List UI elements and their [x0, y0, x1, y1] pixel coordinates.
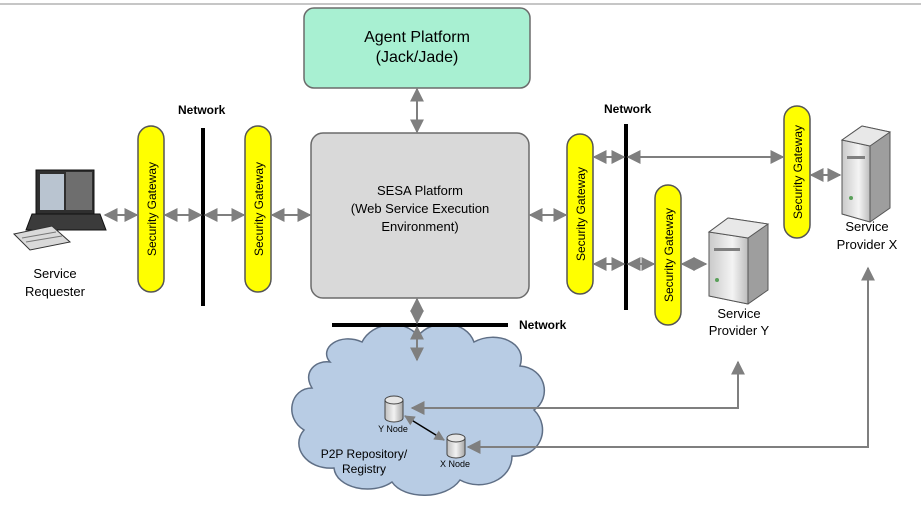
p2p-repository-label: P2P Repository/: [321, 447, 408, 461]
service-provider-y-label-2: Provider Y: [709, 323, 770, 338]
security-gateway-label: Security Gateway: [145, 162, 159, 256]
x-node-database-icon: [446, 433, 466, 459]
p2p-repository-label-2: Registry: [342, 462, 386, 476]
network-label-left: Network: [178, 103, 226, 117]
sesa-platform-subtitle: (Web Service Execution: [351, 201, 490, 216]
security-gateway-label: Security Gateway: [791, 125, 805, 219]
connectors: [103, 87, 875, 454]
security-gateway-4: Security Gateway: [654, 184, 682, 326]
network-label-right: Network: [604, 102, 652, 116]
agent-platform-box: [303, 7, 531, 89]
network-label-bottom: Network: [519, 318, 567, 332]
security-gateway-label: Security Gateway: [574, 167, 588, 261]
security-gateway-label: Security Gateway: [662, 208, 676, 302]
service-provider-x-label: Service: [845, 219, 888, 234]
server-y-icon: [707, 217, 770, 305]
security-gateway-2: Security Gateway: [244, 125, 272, 293]
arrow-ynode-xnode: [404, 415, 445, 441]
service-provider-y-label: Service: [717, 306, 760, 321]
p2p-cloud: [291, 323, 545, 496]
agent-platform-title: Agent Platform: [364, 29, 470, 46]
server-x-icon: [840, 125, 892, 223]
security-gateway-1: Security Gateway: [137, 125, 165, 293]
arrow-xnode-providerx: [466, 266, 875, 454]
service-requester-label-2: Requester: [25, 284, 86, 299]
security-gateway-5: Security Gateway: [783, 105, 811, 239]
sesa-platform-subtitle-2: Environment): [381, 219, 458, 234]
agent-platform-subtitle: (Jack/Jade): [376, 49, 459, 66]
y-node-label: Y Node: [378, 424, 408, 434]
security-gateway-3: Security Gateway: [566, 133, 594, 295]
service-provider-x-label-2: Provider X: [837, 237, 898, 252]
sesa-platform-title: SESA Platform: [377, 183, 463, 198]
computer-icon: [12, 169, 107, 251]
x-node-label: X Node: [440, 459, 470, 469]
service-requester-label: Service: [33, 266, 76, 281]
security-gateway-label: Security Gateway: [252, 162, 266, 256]
y-node-database-icon: [384, 395, 404, 423]
